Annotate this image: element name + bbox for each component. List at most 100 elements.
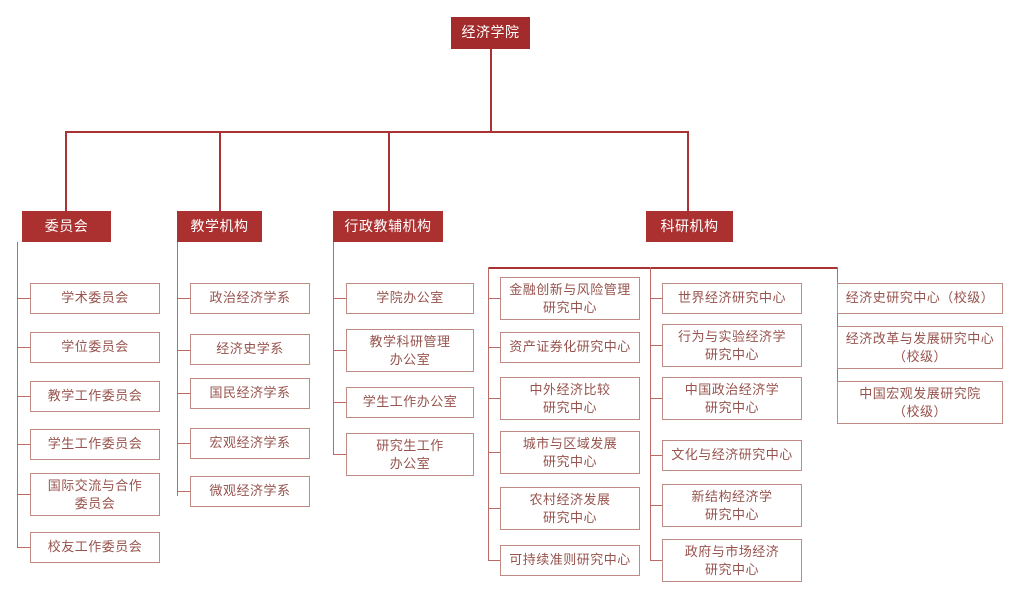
leaf-label: 学生工作办公室 — [362, 394, 458, 410]
leaf-node-committee-alumni-work[interactable]: 校友工作委员会 — [30, 532, 160, 563]
leaf-label: 研究生工作 办公室 — [376, 438, 444, 471]
leaf-label: 学院办公室 — [376, 290, 444, 306]
leaf-node-research-china-macro-development-university[interactable]: 中国宏观发展研究院 （校级） — [837, 381, 1003, 424]
group-node-label: 科研机构 — [660, 217, 719, 234]
leaf-node-office-teaching-research-admin[interactable]: 教学科研管理 办公室 — [346, 329, 474, 372]
leaf-label: 农村经济发展 研究中心 — [529, 492, 611, 525]
leaf-node-committee-international-exchange[interactable]: 国际交流与合作 委员会 — [30, 473, 160, 516]
leaf-node-research-urban-regional-development[interactable]: 城市与区域发展 研究中心 — [500, 431, 640, 474]
connector-research-col2-stub-2 — [650, 345, 662, 346]
leaf-label: 学术委员会 — [61, 290, 129, 306]
connector-admin-stub-3 — [333, 402, 346, 403]
leaf-node-dept-political-economy[interactable]: 政治经济学系 — [190, 283, 310, 314]
connector-admin-trunk — [333, 242, 334, 455]
connector-main-bus — [65, 131, 689, 133]
connector-committees-stub-5 — [17, 494, 30, 495]
leaf-label: 城市与区域发展 研究中心 — [522, 436, 618, 469]
connector-research-bus — [488, 267, 838, 269]
connector-research-col2-stub-5 — [650, 505, 662, 506]
leaf-label: 教学科研管理 办公室 — [369, 334, 451, 367]
leaf-node-office-graduate-affairs[interactable]: 研究生工作 办公室 — [346, 433, 474, 476]
leaf-label: 国民经济学系 — [209, 385, 291, 401]
leaf-label: 经济改革与发展研究中心 （校级） — [845, 331, 995, 364]
leaf-label: 经济史研究中心（校级） — [845, 290, 995, 306]
connector-committees-stub-3 — [17, 396, 30, 397]
connector-drop-research — [687, 131, 689, 211]
leaf-node-research-china-political-economy[interactable]: 中国政治经济学 研究中心 — [662, 377, 802, 420]
group-node-teaching[interactable]: 教学机构 — [177, 211, 262, 242]
connector-research-col1-stub-4 — [488, 452, 500, 453]
leaf-node-committee-degree[interactable]: 学位委员会 — [30, 332, 160, 363]
leaf-node-research-new-structural-economics[interactable]: 新结构经济学 研究中心 — [662, 484, 802, 527]
connector-committees-stub-2 — [17, 347, 30, 348]
leaf-node-research-financial-innovation-risk[interactable]: 金融创新与风险管理 研究中心 — [500, 277, 640, 320]
leaf-node-office-student-affairs[interactable]: 学生工作办公室 — [346, 387, 474, 418]
leaf-label: 中外经济比较 研究中心 — [529, 382, 611, 415]
leaf-node-research-china-foreign-comparison[interactable]: 中外经济比较 研究中心 — [500, 377, 640, 420]
leaf-label: 学位委员会 — [61, 339, 129, 355]
leaf-node-research-economic-reform-development-university[interactable]: 经济改革与发展研究中心 （校级） — [837, 326, 1003, 369]
connector-admin-stub-4 — [333, 454, 346, 455]
leaf-node-committee-academic[interactable]: 学术委员会 — [30, 283, 160, 314]
leaf-node-committee-teaching-work[interactable]: 教学工作委员会 — [30, 381, 160, 412]
connector-root-drop — [490, 49, 492, 132]
group-node-label: 委员会 — [44, 217, 89, 234]
connector-research-col2-stub-3 — [650, 398, 662, 399]
leaf-label: 宏观经济学系 — [209, 435, 291, 451]
connector-committees-stub-1 — [17, 298, 30, 299]
leaf-label: 新结构经济学 研究中心 — [691, 489, 773, 522]
leaf-label: 学生工作委员会 — [47, 436, 143, 452]
leaf-label: 教学工作委员会 — [47, 388, 143, 404]
connector-admin-stub-2 — [333, 350, 346, 351]
connector-drop-admin — [388, 131, 390, 211]
leaf-node-research-behavioral-experimental[interactable]: 行为与实验经济学 研究中心 — [662, 324, 802, 367]
connector-teaching-stub-5 — [177, 491, 190, 492]
leaf-label: 经济史学系 — [216, 341, 284, 357]
group-node-committees[interactable]: 委员会 — [22, 211, 111, 242]
connector-drop-committees — [65, 131, 67, 211]
leaf-node-research-culture-economy[interactable]: 文化与经济研究中心 — [662, 440, 802, 471]
group-node-admin[interactable]: 行政教辅机构 — [333, 211, 443, 242]
connector-teaching-stub-4 — [177, 443, 190, 444]
connector-research-col1-stub-1 — [488, 298, 500, 299]
leaf-node-dept-economic-history[interactable]: 经济史学系 — [190, 334, 310, 365]
connector-teaching-stub-2 — [177, 350, 190, 351]
connector-drop-teaching — [219, 131, 221, 211]
connector-research-col1-stub-6 — [488, 560, 500, 561]
leaf-label: 中国政治经济学 研究中心 — [684, 382, 780, 415]
group-node-label: 行政教辅机构 — [344, 217, 432, 234]
connector-research-col1-stub-3 — [488, 398, 500, 399]
leaf-label: 世界经济研究中心 — [677, 290, 786, 306]
group-node-label: 教学机构 — [190, 217, 249, 234]
group-node-research[interactable]: 科研机构 — [646, 211, 733, 242]
leaf-node-research-sustainability-standards[interactable]: 可持续准则研究中心 — [500, 545, 640, 576]
leaf-node-research-world-economy[interactable]: 世界经济研究中心 — [662, 283, 802, 314]
leaf-label: 文化与经济研究中心 — [671, 447, 793, 463]
leaf-label: 中国宏观发展研究院 （校级） — [859, 386, 981, 419]
leaf-node-dept-macroeconomics[interactable]: 宏观经济学系 — [190, 428, 310, 459]
leaf-label: 政治经济学系 — [209, 290, 291, 306]
leaf-label: 校友工作委员会 — [47, 539, 143, 555]
root-node-economics-school[interactable]: 经济学院 — [451, 17, 530, 49]
leaf-label: 行为与实验经济学 研究中心 — [677, 329, 786, 362]
leaf-node-office-college[interactable]: 学院办公室 — [346, 283, 474, 314]
leaf-label: 可持续准则研究中心 — [509, 552, 631, 568]
leaf-label: 金融创新与风险管理 研究中心 — [509, 282, 631, 315]
connector-research-col1-stub-5 — [488, 508, 500, 509]
connector-research-col1-stub-2 — [488, 347, 500, 348]
leaf-node-research-rural-economic-development[interactable]: 农村经济发展 研究中心 — [500, 487, 640, 530]
leaf-node-committee-student-work[interactable]: 学生工作委员会 — [30, 429, 160, 460]
connector-committees-stub-6 — [17, 547, 30, 548]
leaf-node-dept-microeconomics[interactable]: 微观经济学系 — [190, 476, 310, 507]
leaf-node-research-economic-history-university[interactable]: 经济史研究中心（校级） — [837, 283, 1003, 314]
leaf-label: 国际交流与合作 委员会 — [47, 478, 143, 511]
connector-teaching-stub-3 — [177, 393, 190, 394]
leaf-label: 资产证券化研究中心 — [509, 339, 631, 355]
leaf-node-dept-national-economy[interactable]: 国民经济学系 — [190, 378, 310, 409]
leaf-node-research-asset-securitization[interactable]: 资产证券化研究中心 — [500, 332, 640, 363]
connector-teaching-trunk — [177, 242, 178, 496]
connector-research-col1-trunk — [488, 267, 489, 561]
leaf-node-research-government-market-economy[interactable]: 政府与市场经济 研究中心 — [662, 539, 802, 582]
root-node-label: 经济学院 — [461, 24, 520, 41]
